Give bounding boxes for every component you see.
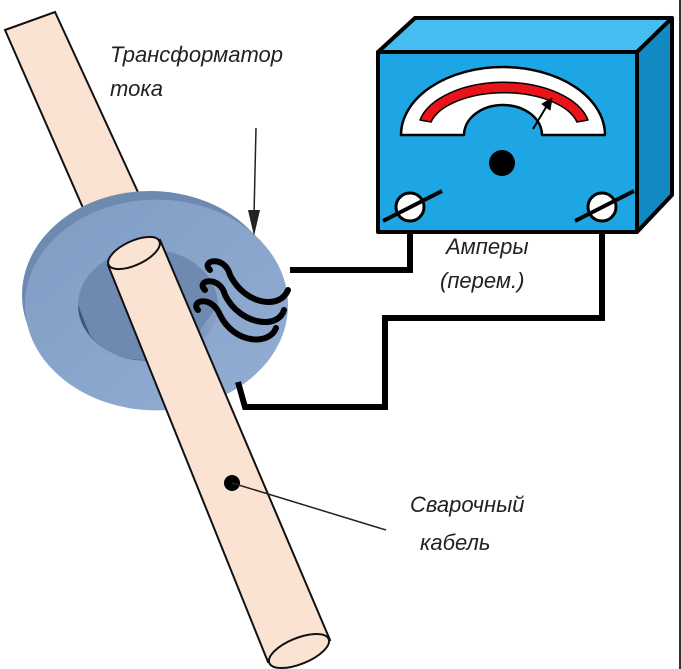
needle-arrow-icon bbox=[541, 97, 553, 111]
meter-needle bbox=[532, 103, 549, 130]
cable-pointer-line bbox=[231, 482, 387, 531]
meter-scale bbox=[399, 65, 607, 137]
welding-cable bbox=[106, 235, 332, 669]
transformer-pointer-line bbox=[253, 127, 257, 216]
transformer-label-line2: тока bbox=[110, 76, 163, 101]
meter-knob bbox=[489, 150, 515, 176]
cable-label-line2: кабель bbox=[420, 530, 491, 555]
meter-label-line2: (перем.) bbox=[440, 268, 525, 293]
cable-label-line1: Сварочный bbox=[410, 492, 525, 517]
secondary-winding bbox=[193, 258, 291, 343]
meter-label-line1: Амперы bbox=[446, 234, 529, 259]
wire-2 bbox=[235, 215, 605, 410]
arrow-head-icon bbox=[248, 210, 260, 236]
meter-top-face bbox=[376, 16, 674, 54]
meter-scale-red-band bbox=[419, 81, 589, 123]
meter-side-face bbox=[635, 16, 674, 234]
ammeter bbox=[376, 16, 674, 234]
transformer-label-line1: Трансформатор bbox=[110, 42, 284, 67]
